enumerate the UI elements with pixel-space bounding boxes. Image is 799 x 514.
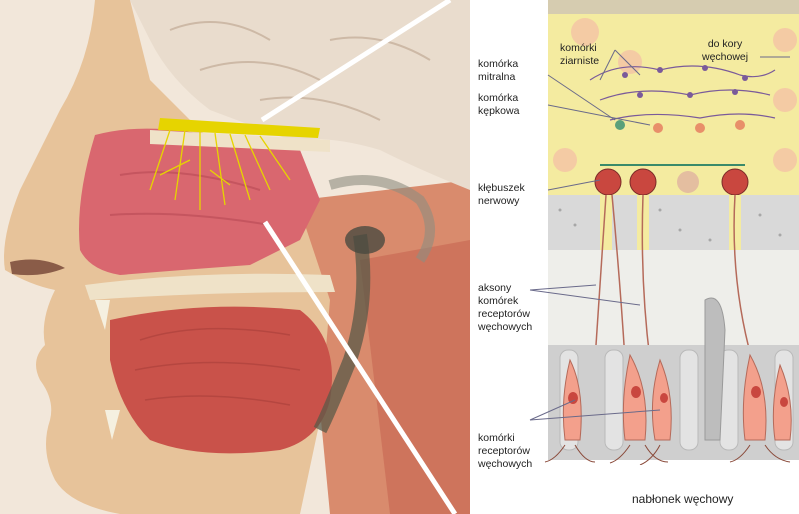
cribriform-bone bbox=[548, 195, 799, 250]
pointer-line-upper bbox=[260, 0, 452, 123]
label-leader-lines bbox=[529, 49, 790, 421]
glomeruli bbox=[594, 168, 749, 196]
lower-teeth bbox=[105, 410, 120, 440]
olfactory-bulb bbox=[158, 118, 320, 138]
label-to-cortex: do kory węchowej bbox=[702, 38, 749, 63]
label-glomerulus: kłębuszek nerwowy bbox=[478, 182, 525, 207]
label-mitral-cell: komórka mitralna bbox=[478, 58, 519, 83]
pointer-line-lower bbox=[262, 220, 458, 514]
receptor-axons bbox=[594, 194, 753, 361]
cribriform-plate bbox=[150, 130, 330, 152]
label-granule-cells: komórki ziarniste bbox=[560, 42, 600, 67]
olfactory-epithelium-detail bbox=[470, 0, 799, 514]
olfactory-nerve-fibers bbox=[149, 129, 291, 210]
label-receptor-axons: aksony komórek receptorów węchowych bbox=[478, 282, 533, 333]
mitral-cell-body bbox=[615, 120, 625, 130]
label-receptor-cells: komórki receptorów węchowych bbox=[478, 432, 533, 470]
hard-palate bbox=[85, 273, 335, 300]
nostril bbox=[10, 259, 65, 276]
label-tufted-cell: komórka kępkowa bbox=[478, 92, 520, 117]
tongue bbox=[110, 306, 332, 454]
head-sagittal-section bbox=[0, 0, 470, 514]
tufted-cell-body bbox=[653, 123, 663, 133]
label-epithelium: nabłonek węchowy bbox=[632, 492, 734, 506]
upper-teeth bbox=[95, 300, 110, 330]
